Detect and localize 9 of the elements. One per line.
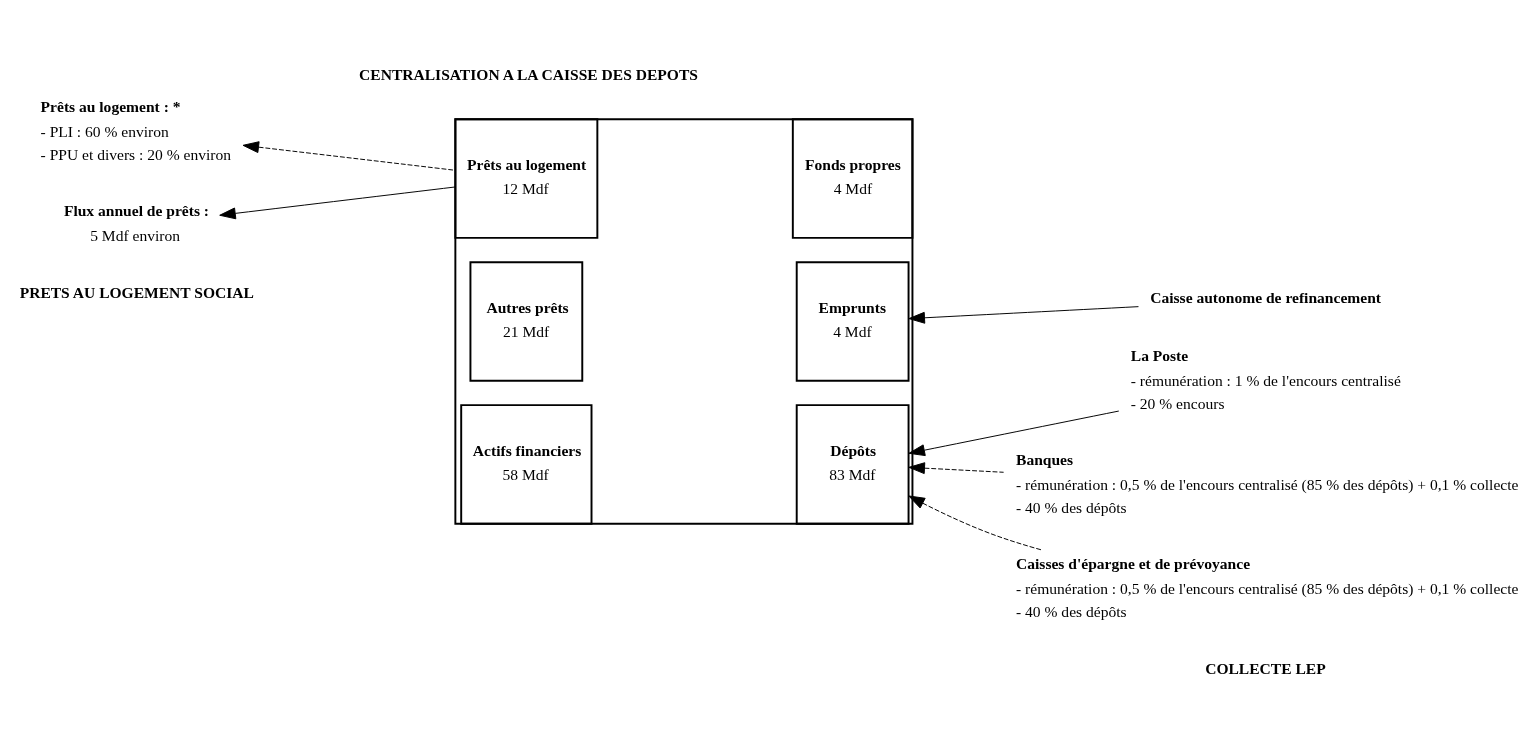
label: CENTRALISATION A LA CAISSE DES DEPOTS [359, 66, 698, 84]
node-text: Caisses d'épargne et de prévoyance - rémunération : 0,5 % de l'encours centralisé (85 % des dépôts) + 0,1 % collecte - 40 % des dépôts [1016, 555, 1519, 620]
node-text: La Poste - rémunération : 1 % de l'encours centralisé - 20 % encours [1130, 347, 1401, 412]
node-text: Caisse autonome de refinancement [1150, 288, 1381, 306]
node-text: Flux annuel de prêts : 5 Mdf environ [63, 202, 210, 244]
node-text: Banques - rémunération : 0,5 % de l'encours centralisé (85 % des dépôts) + 0,1 % collecte - 40 % des dépôts [1016, 451, 1519, 516]
label: PRETS AU LOGEMENT SOCIAL [19, 283, 254, 301]
label: COLLECTE LEP [1205, 660, 1326, 678]
node-text: Prêts au logement : * - PLI : 60 % environ - PPU et divers : 20 % environ [40, 98, 232, 163]
